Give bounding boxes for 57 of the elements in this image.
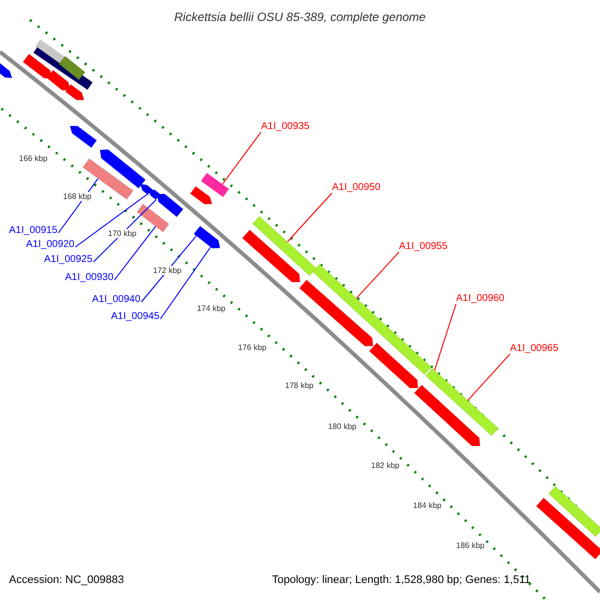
leader-line [434, 304, 456, 371]
scale-label: 180 kbp [327, 422, 358, 431]
gene-bar [252, 216, 317, 276]
leader-line [160, 246, 212, 320]
leader-line [286, 192, 332, 242]
gene-bar [312, 264, 432, 375]
footer-note: Accession: NC_009883 [9, 574, 124, 587]
scale-label: 178 kbp [284, 381, 314, 390]
leader-line [140, 235, 197, 302]
gene-label: A1I_00915 [9, 225, 58, 236]
scale-label: 174 kbp [196, 304, 226, 313]
gene-feature [22, 54, 52, 79]
leader-line [356, 252, 400, 299]
scale-label: 172 kbp [152, 266, 182, 275]
scale-label: 170 kbp [107, 229, 138, 238]
leader-line [92, 199, 157, 262]
gene-feature [70, 126, 97, 148]
gene-bar [58, 56, 86, 80]
scale-label: 184 kbp [412, 501, 442, 510]
gene-label: A1I_00945 [111, 311, 160, 322]
gene-label: A1I_00930 [65, 272, 114, 283]
scale-label: 176 kbp [237, 343, 268, 352]
leader-line [114, 226, 156, 280]
gene-feature [190, 186, 212, 204]
gene-label: A1I_00960 [456, 293, 504, 304]
scale-label: 166 kbp [18, 154, 48, 163]
gene-label: A1I_00940 [92, 294, 140, 305]
leader-line [222, 132, 262, 185]
leader-line [467, 354, 510, 401]
scale-label: 168 kbp [62, 192, 92, 201]
gene-feature [148, 188, 160, 200]
gene-bar [548, 486, 600, 537]
title: Rickettsia bellii OSU 85-389, complete genome [173, 10, 427, 24]
gene-bar [200, 172, 230, 198]
gene-label: A1I_00935 [261, 121, 310, 132]
gene-feature [46, 70, 70, 90]
gene-bar [536, 498, 600, 560]
scale-label: 182 kbp [370, 461, 400, 470]
gene-label: A1I_00950 [332, 182, 380, 193]
gene-label: A1I_00965 [510, 343, 558, 354]
gene-label: A1I_00925 [44, 254, 92, 265]
gene-label: A1I_00955 [399, 241, 448, 252]
gene-feature [194, 226, 220, 248]
gene-feature [156, 194, 184, 218]
scale-label: 186 kbp [455, 541, 486, 550]
gene-feature [369, 342, 418, 388]
gene-bar [425, 368, 499, 436]
footer-note: Topology: linear; Length: 1,528,980 bp; Genes: 1,511 [272, 574, 530, 587]
gene-bar [35, 39, 65, 64]
gene-feature [65, 84, 84, 100]
gene-bar [136, 204, 170, 232]
gene-feature [100, 149, 146, 189]
gene-feature [299, 280, 374, 346]
gene-feature [242, 230, 300, 282]
gene-label: A1I_00920 [26, 239, 74, 250]
leader-line [74, 193, 149, 248]
gene-feature [414, 384, 480, 446]
